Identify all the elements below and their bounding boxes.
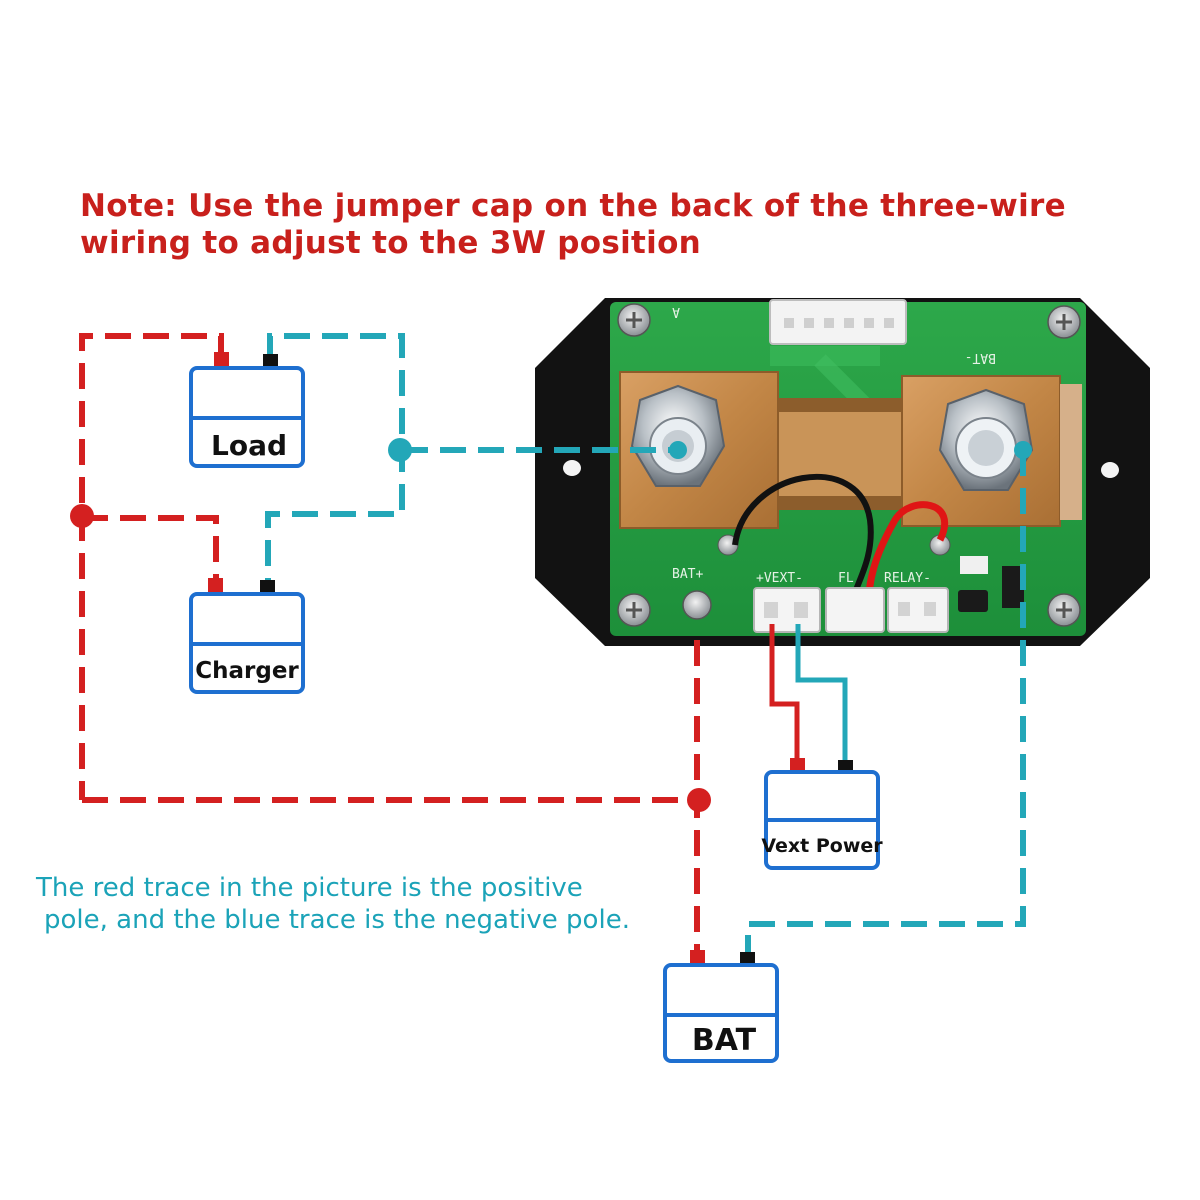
pcb-label-relay: RELAY- bbox=[884, 571, 931, 586]
wiring-note-line-1: Note: Use the jumper cap on the back of … bbox=[80, 188, 1066, 224]
mount-hole-left bbox=[563, 460, 581, 476]
vext-wires bbox=[769, 624, 848, 760]
pcb-smd-1 bbox=[960, 556, 988, 574]
pcb-label-bat-plus: BAT+ bbox=[672, 567, 703, 582]
shunt-module: A BAT- BAT+ +VEXT- FL RELAY- bbox=[535, 298, 1150, 646]
terminal-dot-left bbox=[669, 441, 687, 459]
red-trace-charger bbox=[82, 515, 219, 582]
pcb-label-fl: FL bbox=[838, 571, 854, 586]
red-trace-load bbox=[79, 333, 224, 800]
polarity-legend-line-2: pole, and the blue trace is the negative… bbox=[44, 905, 630, 935]
vext-power-label: Vext Power bbox=[761, 835, 883, 857]
charger-label: Charger bbox=[195, 658, 299, 684]
wiring-note: Note: Use the jumper cap on the back of … bbox=[80, 188, 1080, 262]
shunt-bridge-bar bbox=[760, 398, 920, 510]
top-connector bbox=[769, 299, 907, 345]
vext-blue-wire bbox=[795, 624, 848, 760]
shunt-bridge-bottom bbox=[760, 496, 920, 510]
pcb-label-a: A bbox=[672, 304, 680, 319]
relay-connector bbox=[887, 587, 949, 633]
blue-trace-load bbox=[265, 333, 405, 580]
shunt-bridge-top bbox=[760, 398, 920, 412]
pcb-label-bat-minus: BAT- bbox=[965, 350, 996, 365]
load-label: Load bbox=[211, 429, 287, 462]
bat-plus-stud bbox=[682, 590, 712, 620]
black-sense-wire bbox=[732, 473, 874, 613]
corner-screws bbox=[617, 303, 1081, 627]
blue-trace-bat bbox=[745, 450, 1026, 952]
polarity-legend-line-1: The red trace in the picture is the posi… bbox=[36, 873, 583, 903]
charger-box: Charger bbox=[189, 578, 305, 694]
bat-label: BAT bbox=[692, 1023, 757, 1058]
vext-connector bbox=[753, 587, 821, 633]
junction-red-bottom bbox=[687, 788, 711, 812]
mount-hole-right bbox=[1101, 462, 1119, 478]
pcb-chip bbox=[958, 590, 988, 612]
red-sense-wire bbox=[864, 501, 949, 613]
polarity-legend: The red trace in the picture is the posi… bbox=[36, 872, 716, 936]
top-connector-pins bbox=[784, 318, 894, 328]
pcb-label-vext: +VEXT- bbox=[756, 571, 803, 586]
vext-power-box: Vext Power bbox=[761, 758, 883, 870]
wiring-note-line-2: wiring to adjust to the 3W position bbox=[80, 225, 702, 261]
terminal-right-fins bbox=[1060, 384, 1082, 520]
junction-red-left bbox=[70, 504, 94, 528]
pcb-smd-2 bbox=[1002, 566, 1024, 608]
junction-blue-load bbox=[388, 438, 412, 462]
bat-box: BAT bbox=[663, 950, 779, 1063]
terminal-dot-right bbox=[1014, 441, 1032, 459]
fl-connector bbox=[825, 587, 885, 633]
load-box: Load bbox=[189, 352, 305, 468]
vext-red-wire bbox=[769, 624, 800, 760]
